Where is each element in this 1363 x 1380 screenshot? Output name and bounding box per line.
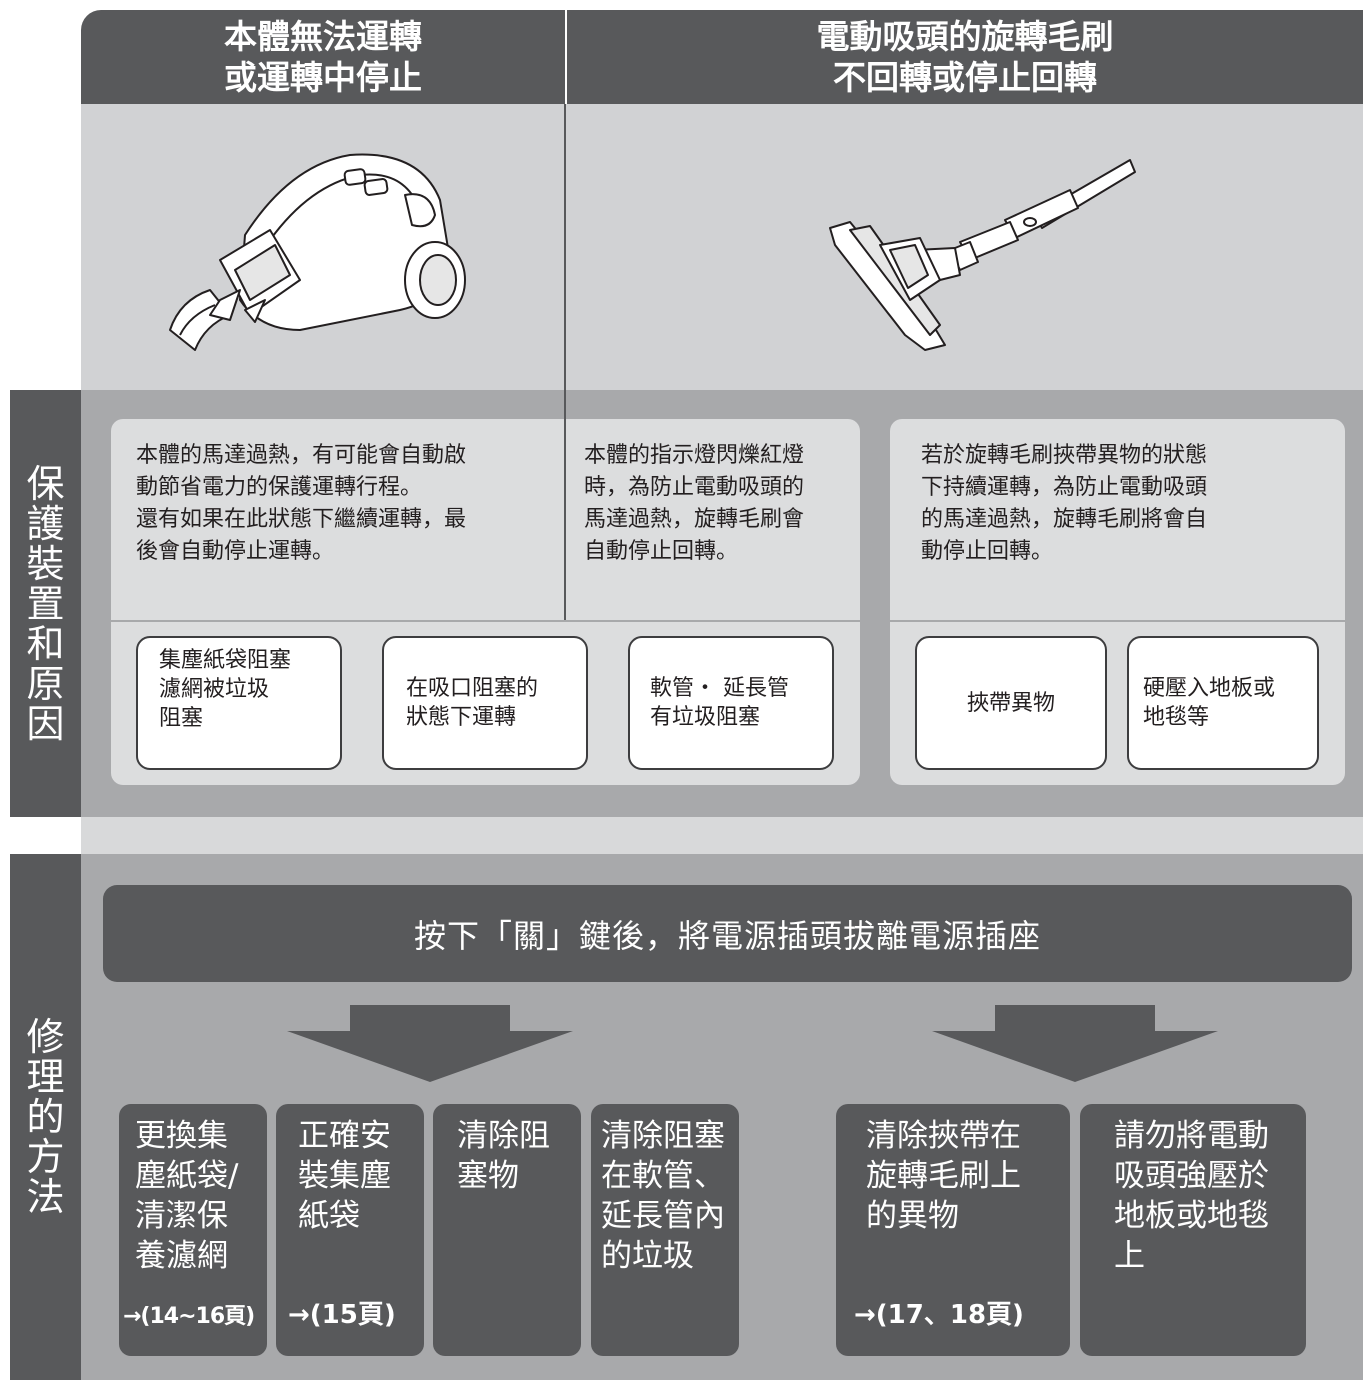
- cause-2-text: 在吸口阻塞的 狀態下運轉: [406, 676, 539, 730]
- cause-1-text: 集塵紙袋阻塞 濾網被垃圾 阻塞: [159, 648, 292, 731]
- power-nozzle-illustration: [829, 159, 1136, 351]
- header-main-unit-stopped: 本體無法運轉 或運轉中停止: [81, 10, 565, 104]
- solution-replace-dust-bag: 更換集 塵紙袋/ 清潔保 養濾網 →(14~16頁): [119, 1104, 267, 1356]
- gap-band: [81, 817, 1363, 854]
- solution-install-dust-bag: 正確安 裝集塵 紙袋 →(15頁): [276, 1104, 424, 1356]
- cause-dust-bag-clogged: 集塵紙袋阻塞 濾網被垃圾 阻塞: [136, 636, 342, 770]
- solution-clear-blockage: 清除阻 塞物: [433, 1104, 581, 1356]
- cause-5-text: 硬壓入地板或 地毯等: [1143, 676, 1276, 730]
- vacuum-body-illustration: [169, 153, 466, 351]
- arrow-down-right-icon: [932, 1005, 1218, 1082]
- solution-clear-hose: 清除阻塞 在軟管、 延長管內 的垃圾: [591, 1104, 739, 1356]
- illustration-divider: [564, 104, 566, 390]
- cause-3-text: 軟管・ 延長管 有垃圾阻塞: [650, 676, 789, 730]
- description-overheat: 本體的馬達過熱，有可能會自動啟 動節省電力的保護運轉行程。 還有如果在此狀態下繼…: [136, 443, 467, 564]
- solution-5-text: 清除挾帶在 旋轉毛刷上 的異物: [866, 1118, 1021, 1234]
- header-brush-stopped: 電動吸頭的旋轉毛刷 不回轉或停止回轉: [567, 10, 1363, 104]
- solution-remove-foreign-object: 清除挾帶在 旋轉毛刷上 的異物 →(17、18頁): [836, 1104, 1070, 1356]
- cause-foreign-object: 挾帶異物: [915, 636, 1107, 770]
- solution-do-not-press: 請勿將電動 吸頭強壓於 地板或地毯 上: [1080, 1104, 1306, 1356]
- solution-2-text: 正確安 裝集塵 紙袋: [298, 1118, 391, 1234]
- arrow-down-left-icon: [287, 1005, 573, 1082]
- description-red-light: 本體的指示燈閃爍紅燈 時，為防止電動吸頭的 馬達過熱，旋轉毛刷會 自動停止回轉。: [584, 443, 805, 564]
- solution-3-text: 清除阻 塞物: [457, 1118, 550, 1194]
- cause-4-text: 挾帶異物: [966, 690, 1055, 716]
- action-unplug-bar: 按下「關」鍵後，將電源插頭拔離電源插座: [103, 885, 1352, 982]
- side-label-protection-text: 保 護 裝 置 和 原 因: [26, 461, 65, 746]
- solution-1-text: 更換集 塵紙袋/ 清潔保 養濾網: [135, 1118, 239, 1274]
- description-foreign-object: 若於旋轉毛刷挾帶異物的狀態 下持續運轉，為防止電動吸頭 的馬達過熱，旋轉毛刷將會…: [921, 443, 1208, 564]
- panel-left-separator: [111, 620, 860, 622]
- solution-6-text: 請勿將電動 吸頭強壓於 地板或地毯 上: [1114, 1118, 1269, 1274]
- cause-hose-clogged: 軟管・ 延長管 有垃圾阻塞: [628, 636, 834, 770]
- header-right-text: 電動吸頭的旋轉毛刷 不回轉或停止回轉: [816, 17, 1114, 97]
- solution-5-page-ref: →(17、18頁): [854, 1300, 1024, 1330]
- cause-inlet-blocked: 在吸口阻塞的 狀態下運轉: [382, 636, 588, 770]
- side-label-protection: 保 護 裝 置 和 原 因: [10, 390, 81, 817]
- side-label-repair: 修 理 的 方 法: [10, 854, 81, 1380]
- solution-4-text: 清除阻塞 在軟管、 延長管內 的垃圾: [601, 1118, 725, 1274]
- panel-divider: [564, 390, 566, 620]
- solution-2-page-ref: →(15頁): [288, 1300, 396, 1330]
- panel-right-separator: [890, 620, 1345, 622]
- action-text: 按下「關」鍵後，將電源插頭拔離電源插座: [413, 916, 1041, 955]
- solution-1-page-ref: →(14~16頁): [123, 1304, 255, 1329]
- cause-pressed-hard: 硬壓入地板或 地毯等: [1127, 636, 1319, 770]
- header-left-text: 本體無法運轉 或運轉中停止: [224, 17, 422, 97]
- side-label-repair-text: 修 理 的 方 法: [26, 1015, 65, 1219]
